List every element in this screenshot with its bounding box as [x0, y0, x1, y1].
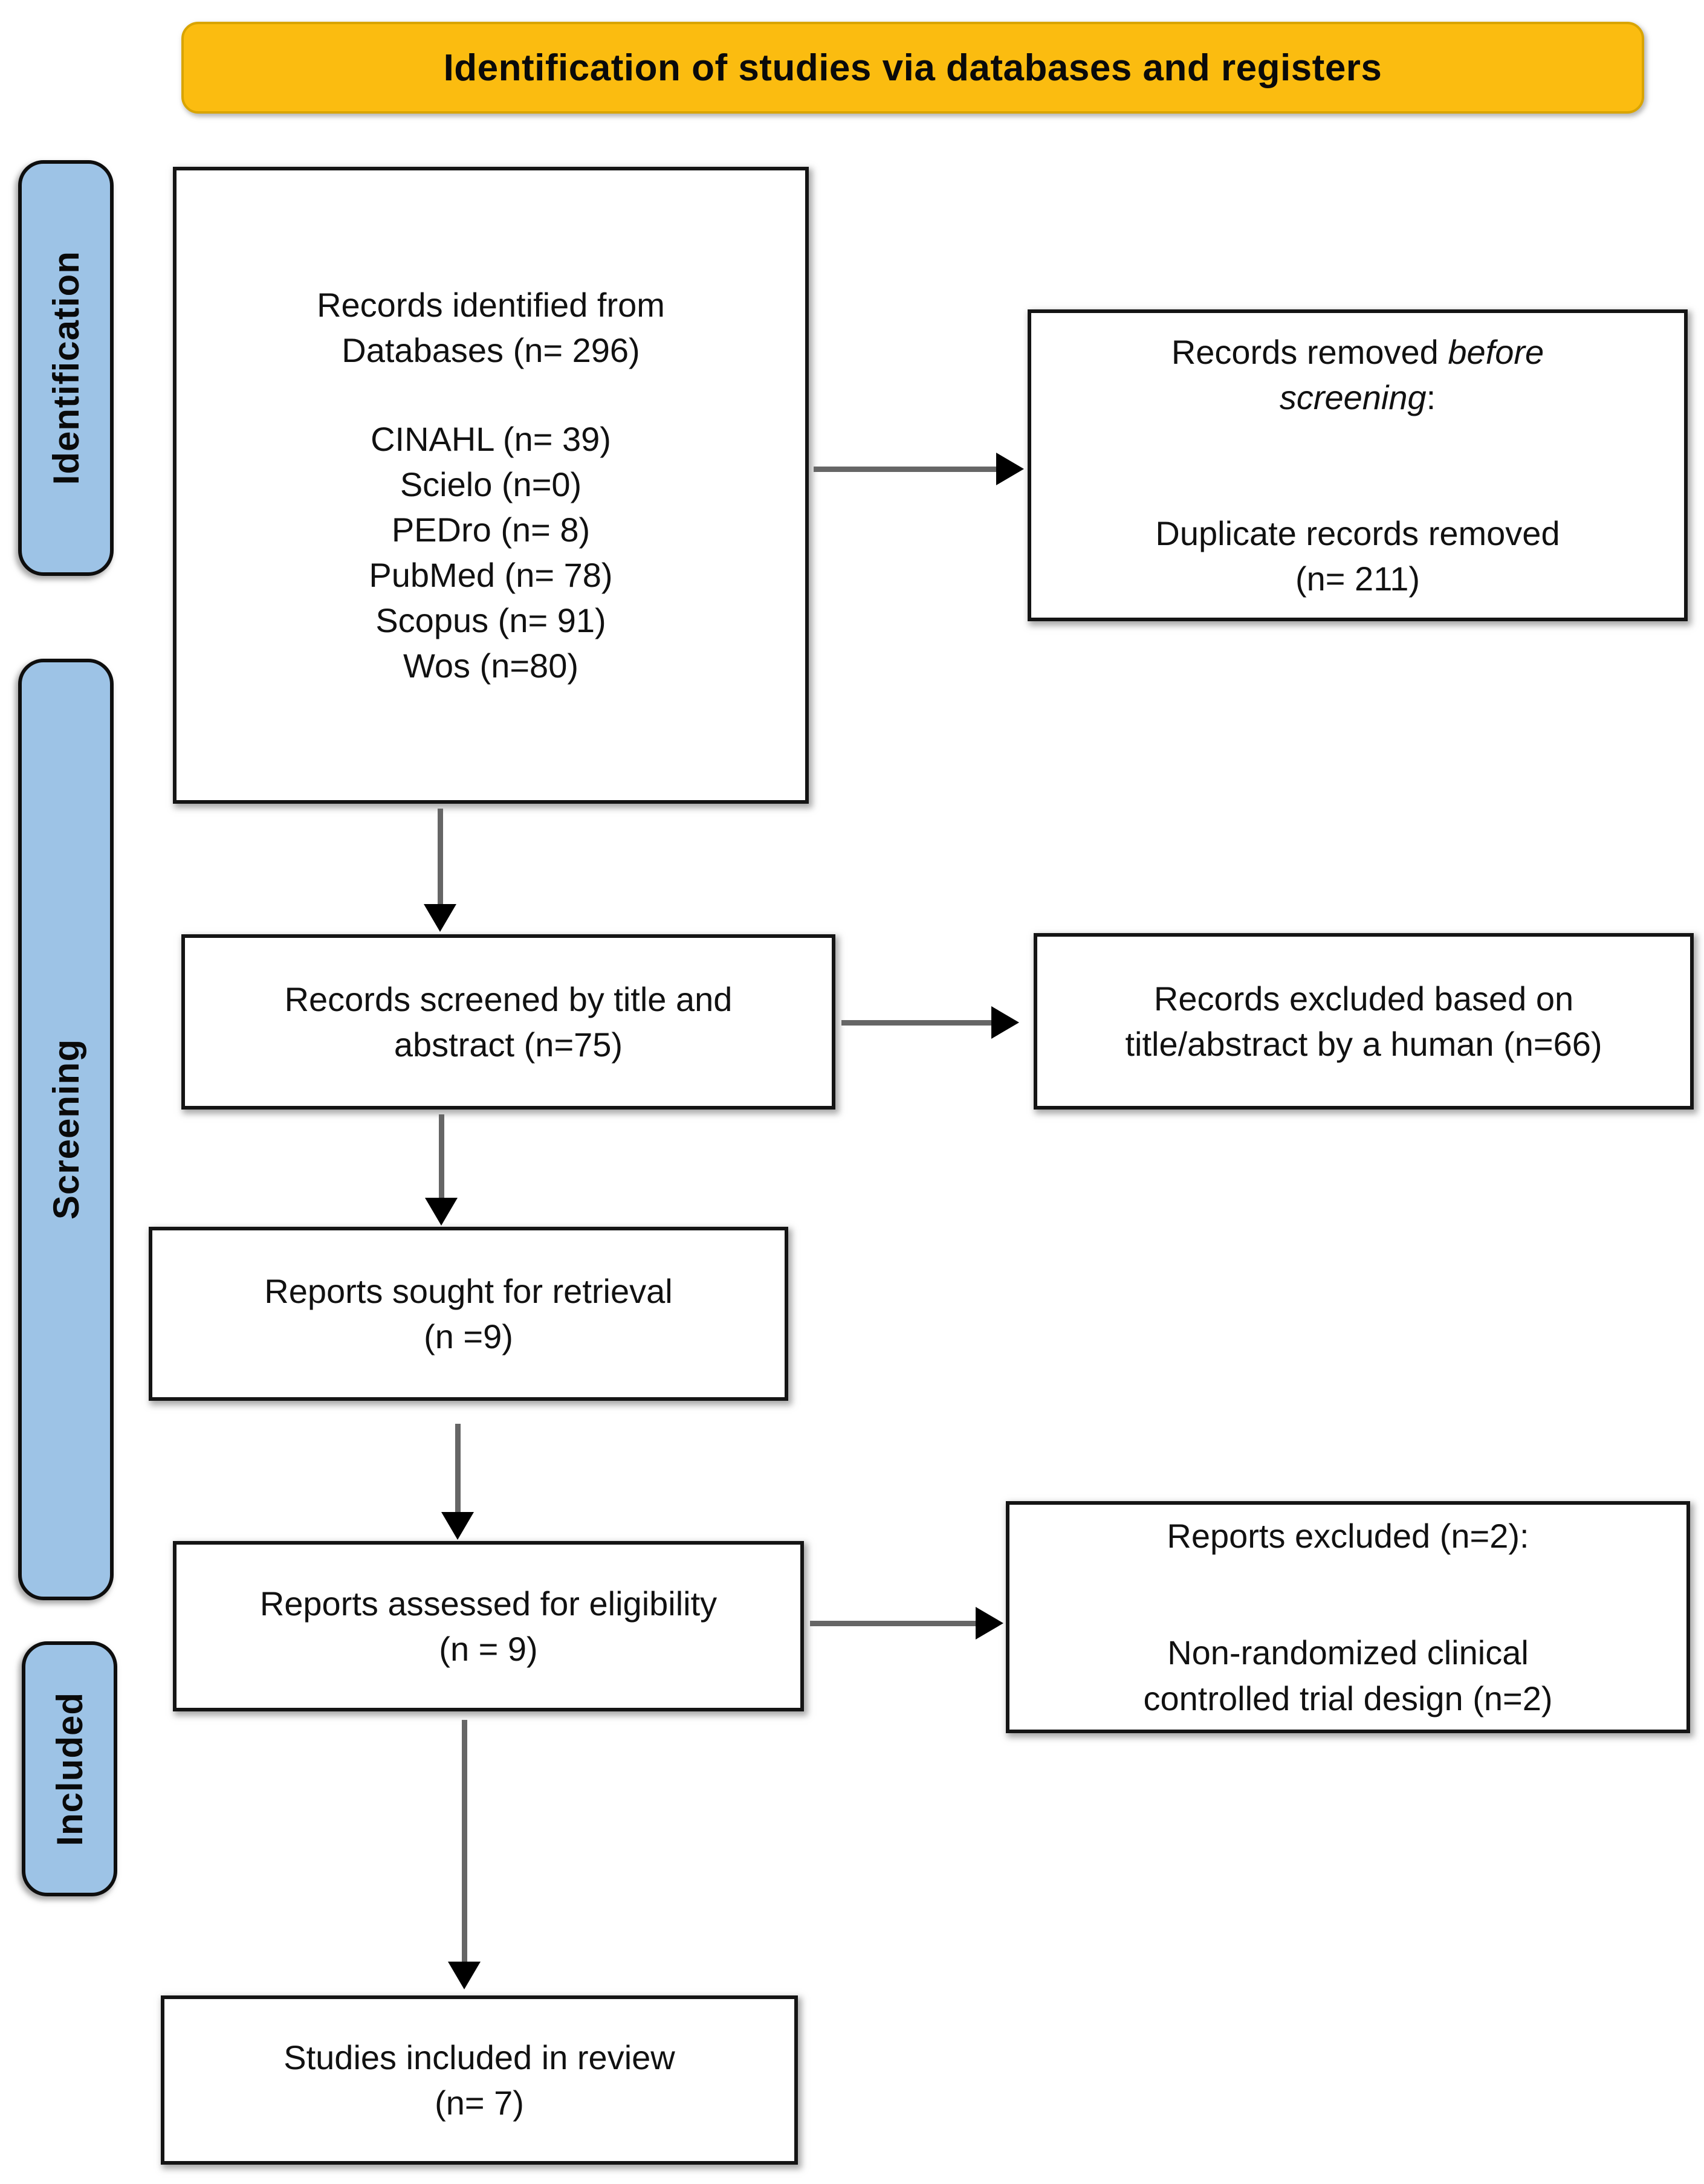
- arrow-assessed-to-included-head: [448, 1962, 481, 1989]
- box-line: screening:: [1279, 378, 1436, 416]
- box-line: Records screened by title and: [284, 980, 733, 1018]
- box-line: (n = 9): [439, 1630, 538, 1668]
- database-count-line: Scielo (n=0): [400, 465, 582, 503]
- arrow-assessed-to-included-shaft: [462, 1720, 467, 1963]
- box-records-removed-before-screening: Records removed before screening: Duplic…: [1028, 309, 1688, 621]
- box-records-excluded-title-abstract: Records excluded based on title/abstract…: [1034, 933, 1694, 1110]
- database-count-line: Wos (n=80): [403, 647, 578, 685]
- database-count-line: PubMed (n= 78): [369, 556, 613, 595]
- box-line: controlled trial design (n=2): [1143, 1679, 1553, 1717]
- box-line: Studies included in review: [283, 2038, 675, 2076]
- database-count-line: PEDro (n= 8): [391, 511, 591, 549]
- arrow-identified-to-screened-head: [424, 904, 456, 932]
- stage-bar-identification: Identification: [18, 160, 114, 576]
- arrow-identified-to-removed-shaft: [814, 467, 997, 472]
- box-line: (n= 7): [435, 2084, 524, 2122]
- stage-label-screening: Screening: [45, 1039, 86, 1220]
- box-reports-assessed: Reports assessed for eligibility (n = 9): [173, 1541, 804, 1711]
- arrow-screened-to-excluded-head: [991, 1006, 1019, 1039]
- box-studies-included: Studies included in review (n= 7): [161, 1995, 798, 2165]
- box-line: title/abstract by a human (n=66): [1125, 1025, 1602, 1063]
- box-reports-excluded: Reports excluded (n=2): Non-randomized c…: [1006, 1501, 1690, 1733]
- box-line: Reports sought for retrieval: [264, 1271, 673, 1310]
- box-line: Records removed before: [1171, 332, 1544, 371]
- box-records-screened: Records screened by title and abstract (…: [181, 934, 835, 1110]
- box-line: (n =9): [424, 1317, 513, 1355]
- box-line: Duplicate records removed: [1155, 514, 1560, 552]
- box-line: Reports excluded (n=2):: [1167, 1517, 1529, 1556]
- title-banner-label: Identification of studies via databases …: [443, 47, 1382, 89]
- arrow-screened-to-excluded-shaft: [841, 1020, 993, 1026]
- arrow-screened-to-sought-shaft: [439, 1114, 444, 1199]
- arrow-sought-to-assessed-head: [441, 1512, 474, 1540]
- stage-label-included: Included: [49, 1691, 90, 1846]
- arrow-sought-to-assessed-shaft: [455, 1424, 461, 1513]
- box-reports-sought: Reports sought for retrieval (n =9): [149, 1227, 788, 1401]
- box-line: Databases (n= 296): [342, 331, 640, 369]
- database-count-line: CINAHL (n= 39): [371, 419, 611, 458]
- arrow-screened-to-sought-head: [425, 1198, 458, 1226]
- box-line: Reports assessed for eligibility: [259, 1584, 718, 1623]
- box-line: (n= 211): [1295, 560, 1420, 598]
- title-banner: Identification of studies via databases …: [181, 22, 1644, 114]
- box-line: Records excluded based on: [1153, 979, 1574, 1018]
- arrow-assessed-to-excluded-shaft: [810, 1621, 977, 1626]
- box-records-identified: Records identified from Databases (n= 29…: [173, 167, 809, 804]
- box-line: Non-randomized clinical: [1167, 1633, 1529, 1672]
- stage-label-identification: Identification: [45, 251, 86, 485]
- database-count-line: Scopus (n= 91): [375, 601, 606, 640]
- box-line: abstract (n=75): [394, 1026, 623, 1064]
- arrow-identified-to-removed-head: [996, 453, 1024, 485]
- arrow-assessed-to-excluded-head: [976, 1607, 1003, 1640]
- stage-bar-screening: Screening: [18, 659, 114, 1600]
- stage-bar-included: Included: [22, 1641, 117, 1896]
- arrow-identified-to-screened-shaft: [438, 809, 443, 905]
- box-line: Records identified from: [317, 285, 665, 324]
